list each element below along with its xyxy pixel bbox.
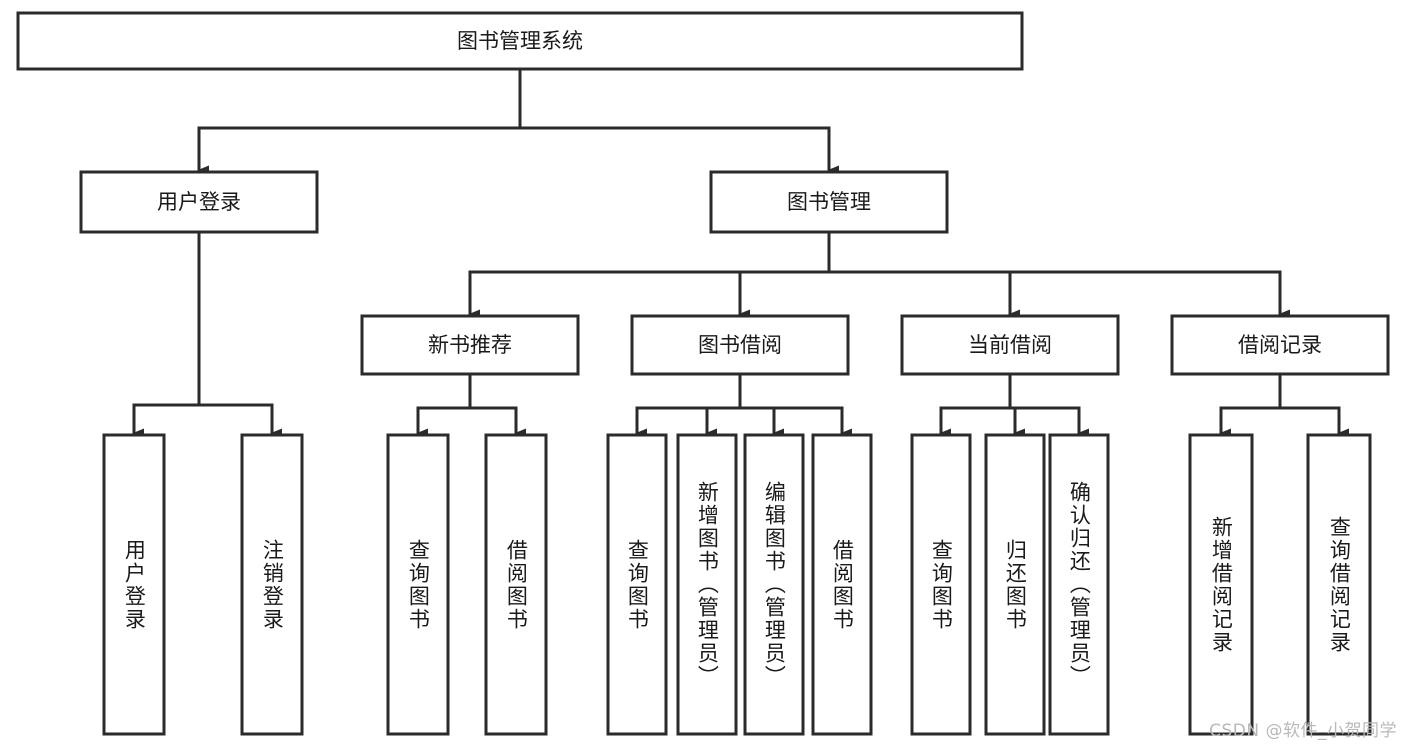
node-root-box[interactable] xyxy=(16,11,1024,71)
node-box-user-login[interactable] xyxy=(79,170,319,234)
node-label-current-borrow: 当前借阅 xyxy=(968,333,1052,357)
node-box-book-borrow[interactable] xyxy=(630,314,850,376)
node-box-leaf-return-book[interactable] xyxy=(984,433,1046,736)
watermark-text: CSDN @软件_小贺同学 xyxy=(1209,721,1397,741)
node-box-book-manage[interactable] xyxy=(709,170,949,234)
node-label-user-login: 用户登录 xyxy=(157,190,241,214)
node-box-leaf-confirm-return[interactable] xyxy=(1048,433,1110,736)
node-box-leaf-query-book-3[interactable] xyxy=(910,433,972,736)
node-box-leaf-add-book[interactable] xyxy=(676,433,738,736)
node-box-leaf-edit-book[interactable] xyxy=(743,433,805,736)
node-box-leaf-query-book-2[interactable] xyxy=(606,433,668,736)
connector-group xyxy=(132,67,1349,438)
node-root-label: 图书管理系统 xyxy=(457,29,583,53)
node-box-leaf-query-record[interactable] xyxy=(1306,433,1372,736)
node-box-leaf-borrow-book-2[interactable] xyxy=(811,433,873,736)
node-label-new-book-recommend: 新书推荐 xyxy=(428,333,512,357)
node-label-borrow-record: 借阅记录 xyxy=(1238,333,1322,357)
node-box-leaf-borrow-book-1[interactable] xyxy=(484,433,548,736)
node-box-leaf-user-login[interactable] xyxy=(102,433,166,736)
node-box-borrow-record[interactable] xyxy=(1170,314,1390,376)
node-box-current-borrow[interactable] xyxy=(900,314,1120,376)
node-box-leaf-add-record[interactable] xyxy=(1188,433,1254,736)
node-label-book-borrow: 图书借阅 xyxy=(698,333,782,357)
node-box-leaf-query-book-1[interactable] xyxy=(386,433,450,736)
node-box-group xyxy=(16,11,1390,736)
node-label-book-manage: 图书管理 xyxy=(787,190,871,214)
node-box-leaf-user-logout[interactable] xyxy=(240,433,304,736)
node-box-new-book-recommend[interactable] xyxy=(360,314,580,376)
